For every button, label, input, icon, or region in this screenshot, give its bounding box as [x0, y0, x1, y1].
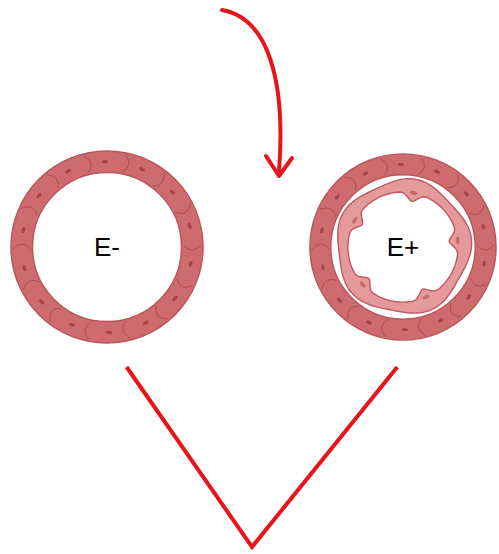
cell-nucleus	[362, 171, 369, 177]
cell-border	[344, 177, 355, 190]
cell-border	[47, 175, 59, 189]
cell-nucleus	[455, 236, 460, 244]
cell-border	[153, 172, 164, 186]
cell-nucleus	[434, 169, 441, 175]
cell-border	[23, 280, 39, 290]
vessel-section: E-	[9, 149, 205, 345]
cell-nucleus	[437, 318, 444, 324]
cell-nucleus	[102, 160, 108, 164]
cell-nucleus	[402, 328, 408, 332]
cell-nucleus	[334, 194, 340, 201]
cell-nucleus	[106, 330, 112, 334]
cell-nucleus	[65, 168, 72, 174]
cell-nucleus	[366, 320, 373, 326]
inner-lumen	[348, 192, 458, 302]
vessel-label: E+	[387, 234, 420, 260]
cell-nucleus	[21, 227, 26, 234]
cell-nucleus	[336, 297, 343, 304]
cell-border	[84, 156, 91, 173]
cell-nucleus	[172, 295, 179, 302]
cell-border	[348, 306, 359, 320]
comparison-bracket	[127, 367, 398, 547]
vessel-lumen	[33, 173, 182, 322]
cell-nucleus	[422, 294, 430, 301]
cell-border	[50, 308, 61, 322]
cell-border	[382, 320, 389, 337]
cell-border	[469, 205, 484, 214]
cell-border	[320, 208, 336, 217]
vessel-label: E-	[94, 234, 120, 260]
cell-nucleus	[481, 223, 486, 230]
cell-nucleus	[68, 322, 75, 328]
cell-nucleus	[351, 216, 358, 224]
cell-border	[477, 245, 494, 250]
cell-nucleus	[321, 264, 326, 271]
cell-nucleus	[463, 190, 470, 197]
vessel-wall	[310, 154, 496, 340]
cell-border	[156, 306, 168, 320]
cell-border	[418, 319, 425, 336]
cell-nucleus	[398, 163, 404, 167]
cell-border	[122, 155, 129, 172]
cell-nucleus	[169, 189, 176, 196]
vessel-lumen	[331, 175, 475, 319]
cell-nucleus	[187, 223, 192, 230]
arrow-head	[266, 156, 292, 176]
curved-arrow	[222, 10, 280, 172]
cell-nucleus	[188, 261, 193, 268]
cell-border	[312, 244, 329, 249]
cell-border	[175, 204, 191, 214]
cell-border	[183, 245, 201, 250]
cell-border	[85, 322, 92, 339]
cell-border	[123, 321, 130, 338]
cell-nucleus	[22, 264, 27, 271]
cell-nucleus	[320, 227, 325, 234]
cell-border	[418, 158, 425, 175]
cell-border	[450, 304, 461, 317]
cell-nucleus	[142, 320, 149, 326]
cell-nucleus	[482, 260, 487, 267]
cell-border	[13, 244, 31, 249]
cell-border	[322, 279, 337, 288]
cell-border	[177, 278, 193, 287]
inner-layer	[338, 179, 472, 313]
cell-border	[21, 207, 37, 216]
vessel-section: E+	[308, 152, 498, 342]
cell-border	[471, 277, 487, 286]
cell-border	[448, 174, 459, 188]
cell-nucleus	[36, 192, 43, 199]
cell-nucleus	[466, 294, 472, 301]
cell-nucleus	[410, 190, 418, 195]
cell-border	[381, 159, 388, 176]
cell-nucleus	[138, 166, 145, 172]
vessel-wall	[11, 151, 203, 343]
cell-nucleus	[359, 280, 367, 288]
cell-nucleus	[38, 298, 45, 305]
